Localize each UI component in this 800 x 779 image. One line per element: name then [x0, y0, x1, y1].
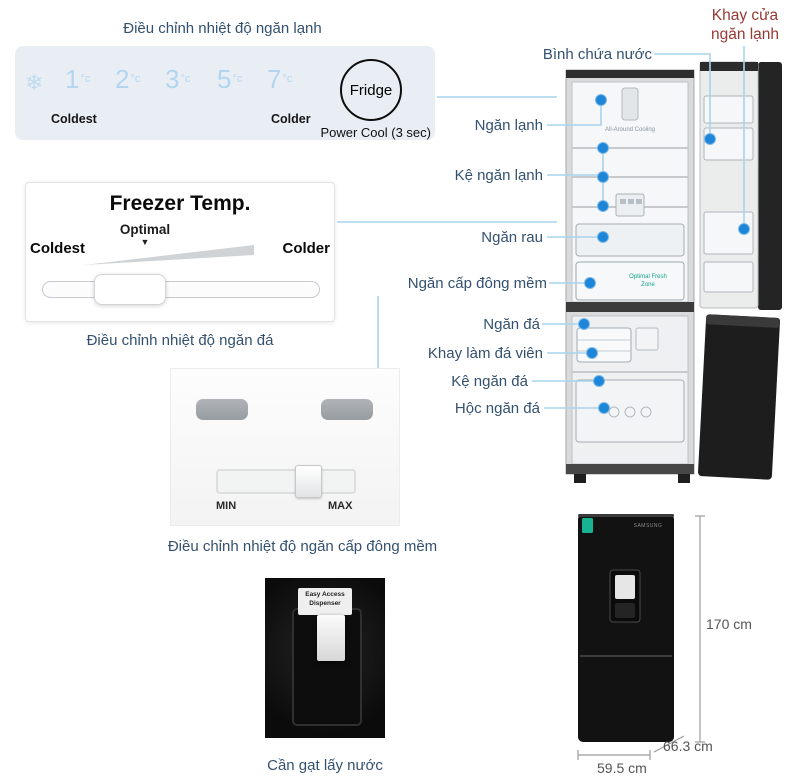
dispenser-caption: Cần gạt lấy nước — [267, 757, 383, 774]
dispenser-photo: Easy Access Dispenser — [265, 578, 385, 738]
freezer-colder-label: Colder — [282, 240, 330, 257]
dim-width-label: 59.5 cm — [597, 760, 647, 776]
temp-option-1: 1°c — [65, 64, 91, 94]
power-cool-label: Power Cool (3 sec) — [320, 125, 431, 140]
callout-freezer-drawer: Hộc ngăn đá — [454, 400, 540, 417]
freezer-slider-handle — [94, 274, 166, 305]
coldest-label: Coldest — [51, 112, 97, 126]
soft-freeze-drawer — [575, 261, 685, 301]
vent-slot-left — [196, 399, 248, 420]
freezer-door-open — [698, 314, 781, 480]
door-bin-3 — [703, 261, 754, 293]
callout-water-tank: Bình chứa nước — [542, 46, 652, 63]
ice-cube-tray — [576, 327, 632, 363]
all-around-cooling-label: All-Around Cooling — [605, 127, 655, 133]
temp-option-7: 7°c — [267, 64, 293, 94]
fridge-temp-control-panel: ❄ 1°c 2°c 3°c 5°c 7°c Coldest Colder Fri… — [15, 46, 435, 140]
fridge-button: Fridge — [340, 59, 402, 121]
max-label: MAX — [328, 500, 353, 512]
dimension-lines — [577, 515, 705, 760]
brand-logo: SAMSUNG — [634, 523, 663, 529]
internal-control-box — [615, 193, 645, 217]
door-bin-2 — [703, 211, 754, 255]
callout-fridge-compartment: Ngăn lạnh — [474, 117, 543, 134]
freezer-wedge-graphic — [84, 245, 254, 265]
open-fridge-illustration: All-Around Cooling Optimal Fresh Zone — [565, 61, 782, 483]
callout-door-tray: Khay cửa ngăn lạnh — [710, 7, 780, 44]
vegetable-drawer — [575, 223, 685, 257]
dim-height-label: 170 cm — [706, 616, 752, 632]
min-label: MIN — [216, 500, 237, 512]
air-vent — [621, 87, 639, 121]
temp-option-2: 2°c — [115, 64, 141, 94]
dispenser-sticker: Easy Access Dispenser — [298, 588, 352, 615]
soft-freeze-caption: Điều chỉnh nhiệt độ ngăn cấp đông mềm — [167, 538, 438, 555]
optimal-fresh-label: Optimal Fresh — [629, 274, 667, 280]
optimal-arrow-icon: ▼ — [140, 237, 150, 247]
dispenser-lever — [317, 615, 345, 661]
freezer-slider-track — [42, 281, 320, 298]
door-bin-water-tank — [703, 127, 754, 161]
callout-freezer-shelf: Kệ ngăn đá — [451, 373, 528, 390]
callout-dots — [578, 94, 750, 414]
callout-veg-drawer: Ngăn rau — [481, 229, 543, 246]
optimal-label: Optimal — [119, 222, 171, 237]
closed-fridge-illustration: SAMSUNG — [578, 514, 674, 742]
callout-fridge-shelf: Kệ ngăn lạnh — [454, 167, 543, 184]
callout-soft-freeze: Ngăn cấp đông mềm — [407, 275, 547, 292]
callout-ice-tray: Khay làm đá viên — [427, 345, 543, 362]
door-bin-1 — [703, 95, 754, 124]
freezer-coldest-label: Coldest — [30, 240, 86, 257]
freezer-drawer — [575, 379, 685, 443]
soft-freeze-slider-handle — [295, 465, 322, 498]
colder-label: Colder — [271, 112, 311, 126]
freezer-temp-control-panel: Freezer Temp. Optimal ▼ Coldest Colder — [25, 182, 335, 322]
snowflake-icon: ❄ — [25, 70, 44, 95]
dispenser-sticker-line2: Dispenser — [309, 599, 341, 607]
freezer-temp-caption: Điều chỉnh nhiệt độ ngăn đá — [86, 332, 274, 349]
dim-depth-label: 66.3 cm — [663, 738, 713, 754]
dispenser-sticker-line1: Easy Access — [305, 591, 345, 598]
freezer-temp-heading: Freezer Temp. — [109, 192, 251, 215]
optimal-fresh-label-2: Zone — [641, 282, 655, 288]
soft-freeze-slider-track — [216, 469, 356, 494]
fridge-temp-title: Điều chỉnh nhiệt độ ngăn lạnh — [123, 20, 322, 37]
temp-option-3: 3°c — [165, 64, 191, 94]
fridge-button-label: Fridge — [349, 81, 393, 99]
soft-freeze-control-panel: MIN MAX — [170, 368, 400, 526]
temp-option-5: 5°c — [217, 64, 243, 94]
fridge-door-edge — [758, 62, 782, 310]
energy-badge — [582, 518, 593, 533]
callout-lines — [337, 46, 745, 409]
vent-slot-right — [321, 399, 373, 420]
callout-freezer: Ngăn đá — [483, 316, 540, 333]
